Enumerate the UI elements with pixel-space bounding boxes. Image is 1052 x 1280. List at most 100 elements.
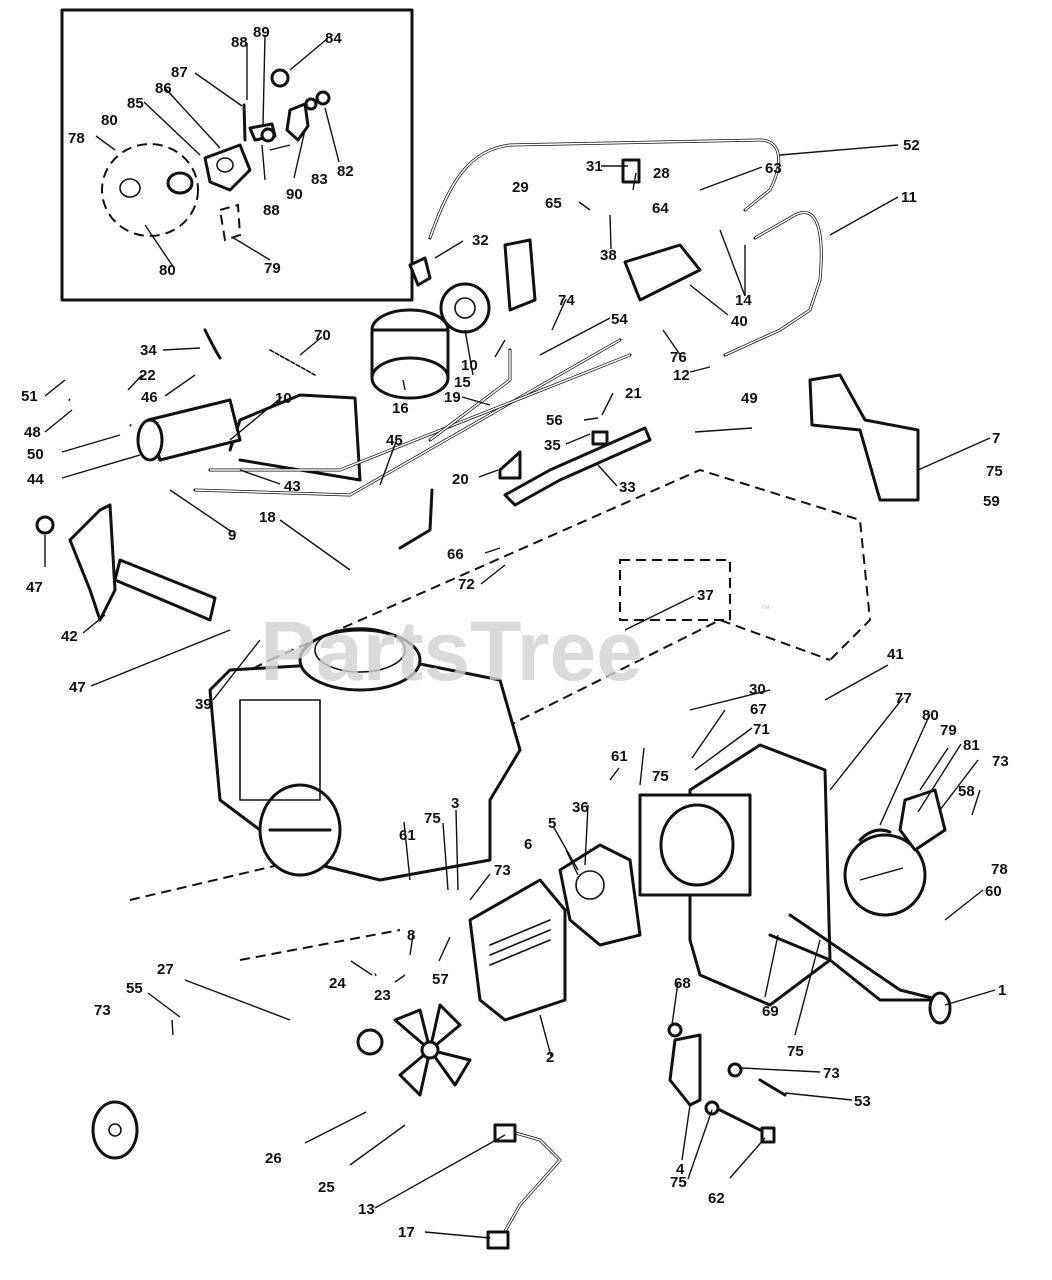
- callout-75: 75: [424, 810, 441, 827]
- callout-29: 29: [512, 179, 529, 196]
- callout-80: 80: [159, 262, 176, 279]
- callout-14: 14: [735, 292, 752, 309]
- callout-17: 17: [398, 1224, 415, 1241]
- callout-67: 67: [750, 701, 767, 718]
- callout-70: 70: [314, 327, 331, 344]
- callout-82: 82: [337, 163, 354, 180]
- callout-11: 11: [901, 189, 917, 206]
- callout-21: 21: [625, 385, 642, 402]
- callout-15: 15: [454, 374, 471, 391]
- callout-47: 47: [26, 579, 43, 596]
- callout-62: 62: [708, 1190, 725, 1207]
- callout-59: 59: [983, 493, 1000, 510]
- callout-79: 79: [940, 722, 957, 739]
- callout-61: 61: [399, 827, 416, 844]
- top-components: [68, 158, 702, 507]
- callout-labels: 1 2 3 4 5 6 7 8 9 10 10 11 12 13 14 15 1…: [21, 24, 1009, 1241]
- callout-37: 37: [697, 587, 714, 604]
- callout-35: 35: [544, 437, 561, 454]
- callout-45: 45: [386, 432, 403, 449]
- steering-axle: [35, 503, 217, 622]
- callout-83: 83: [311, 171, 328, 188]
- callout-80: 80: [922, 707, 939, 724]
- callout-58: 58: [958, 783, 975, 800]
- lower-bracket: [667, 1022, 787, 1144]
- callout-75: 75: [986, 463, 1003, 480]
- callout-20: 20: [452, 471, 469, 488]
- callout-24: 24: [329, 975, 346, 992]
- callout-31: 31: [586, 158, 603, 175]
- callout-79: 79: [264, 260, 281, 277]
- callout-54: 54: [611, 311, 628, 328]
- callout-86: 86: [155, 80, 172, 97]
- transmission: [638, 743, 952, 1025]
- callout-27: 27: [157, 961, 174, 978]
- callout-75: 75: [670, 1174, 687, 1191]
- callout-73: 73: [992, 753, 1009, 770]
- callout-90: 90: [286, 186, 303, 203]
- drive-shaft: [91, 972, 384, 1160]
- callout-71: 71: [753, 721, 770, 738]
- callout-34: 34: [140, 342, 157, 359]
- callout-56: 56: [546, 412, 563, 429]
- callout-30: 30: [749, 681, 766, 698]
- watermark: PartsTree ™: [260, 604, 770, 698]
- callout-36: 36: [572, 799, 589, 816]
- callout-75: 75: [787, 1043, 804, 1060]
- callout-26: 26: [265, 1150, 282, 1167]
- callout-65: 65: [545, 195, 562, 212]
- callout-74: 74: [558, 292, 575, 309]
- callout-7: 7: [992, 430, 1000, 447]
- callout-81: 81: [963, 737, 980, 754]
- callout-25: 25: [318, 1179, 335, 1196]
- callout-88: 88: [231, 34, 248, 51]
- callout-18: 18: [259, 509, 276, 526]
- callout-48: 48: [24, 424, 41, 441]
- callout-13: 13: [358, 1201, 375, 1218]
- callout-76: 76: [670, 349, 687, 366]
- pump-assembly: [468, 843, 642, 1022]
- lower-line: [486, 1123, 562, 1250]
- callout-50: 50: [27, 446, 44, 463]
- inset-detail: [60, 8, 414, 302]
- callout-61: 61: [611, 748, 628, 765]
- callout-51: 51: [21, 388, 38, 405]
- callout-42: 42: [61, 628, 78, 645]
- callout-73: 73: [494, 862, 511, 879]
- callout-16: 16: [392, 400, 409, 417]
- callout-89: 89: [253, 24, 270, 41]
- callout-75: 75: [652, 768, 669, 785]
- callout-19: 19: [444, 389, 461, 406]
- callout-73: 73: [94, 1002, 111, 1019]
- callout-41: 41: [887, 646, 904, 663]
- callout-63: 63: [765, 160, 782, 177]
- callout-10: 10: [275, 390, 292, 407]
- callout-78: 78: [991, 861, 1008, 878]
- callout-88: 88: [263, 202, 280, 219]
- callout-6: 6: [524, 836, 532, 853]
- callout-52: 52: [903, 137, 920, 154]
- callout-12: 12: [673, 367, 690, 384]
- fan: [393, 1003, 472, 1097]
- callout-68: 68: [674, 975, 691, 992]
- callout-23: 23: [374, 987, 391, 1004]
- callout-69: 69: [762, 1003, 779, 1020]
- callout-8: 8: [407, 927, 415, 944]
- callout-32: 32: [472, 232, 489, 249]
- callout-22: 22: [139, 367, 156, 384]
- callout-60: 60: [985, 883, 1002, 900]
- callout-2: 2: [546, 1049, 554, 1066]
- callout-57: 57: [432, 971, 449, 988]
- callout-80: 80: [101, 112, 118, 129]
- callout-10: 10: [461, 357, 478, 374]
- callout-66: 66: [447, 546, 464, 563]
- callout-5: 5: [548, 815, 556, 832]
- callout-47: 47: [69, 679, 86, 696]
- hydraulic-lines-top: [193, 138, 823, 550]
- callout-72: 72: [458, 576, 475, 593]
- svg-text:™: ™: [760, 604, 770, 615]
- callout-4: 4: [676, 1161, 685, 1178]
- callout-39: 39: [195, 696, 212, 713]
- leader-lines: [44, 34, 996, 1239]
